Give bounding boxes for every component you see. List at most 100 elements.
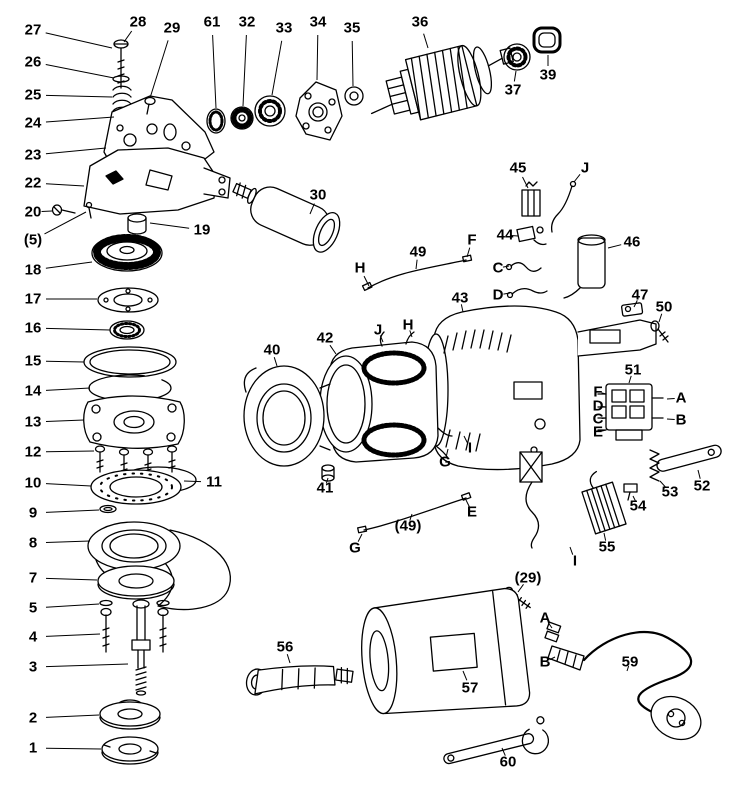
part-label-B: B: [675, 411, 687, 429]
part-label-9: 9: [28, 504, 38, 522]
washer-9-drawing: [99, 504, 117, 514]
bracket-47-drawing: [621, 302, 644, 317]
part-label-41: 41: [316, 479, 334, 497]
leader-line: [45, 360, 85, 363]
leader-line: [286, 654, 291, 664]
part-label-27: 27: [24, 21, 42, 39]
leader-line: [212, 34, 217, 109]
leader-line: [601, 392, 607, 395]
wire-49-upper-drawing: [361, 254, 473, 292]
part-label-53: 53: [661, 483, 679, 501]
part-label-54: 54: [629, 497, 647, 515]
leader-line: [666, 418, 675, 421]
leader-line: [271, 40, 283, 96]
part-label-34: 34: [309, 13, 327, 31]
part-label-3: 3: [28, 658, 38, 676]
part-label-B: B: [539, 653, 551, 671]
bearing-33-drawing: [254, 95, 286, 127]
part-label-H: H: [402, 316, 414, 334]
leader-line: [697, 469, 701, 479]
leader-line: [569, 546, 574, 555]
part-label-40: 40: [263, 341, 281, 359]
part-label-16: 16: [24, 319, 42, 337]
part-label-E: E: [466, 503, 478, 521]
leader-line: [316, 34, 319, 81]
part-label-19: 19: [193, 221, 211, 239]
part-label-47: 47: [631, 286, 649, 304]
pinion-32-drawing: [230, 106, 254, 130]
part-label-A: A: [675, 389, 687, 407]
leader-line: [45, 509, 100, 513]
part-label-2: 2: [28, 709, 38, 727]
spring-53-drawing: [649, 449, 660, 482]
leader-line: [357, 533, 363, 542]
leader-line: [45, 116, 115, 123]
leader-line: [607, 244, 622, 249]
leader-line: [45, 64, 115, 79]
part-label-61: 61: [203, 13, 221, 31]
part-label-59: 59: [621, 653, 639, 671]
part-label-20: 20: [24, 203, 42, 221]
leader-line: [45, 261, 93, 269]
leader-line: [329, 344, 337, 355]
brush-holder-i-drawing: [519, 446, 543, 549]
leader-line: [183, 480, 202, 483]
field-stator-drawing: [319, 331, 453, 463]
part-label-57: 57: [461, 679, 479, 697]
leader-line: [149, 40, 169, 99]
carbon-brush-drawing: [581, 470, 627, 535]
leader-line: [547, 622, 553, 629]
part-label-J: J: [373, 321, 383, 339]
part-label-H: H: [354, 259, 366, 277]
part-label-G: G: [349, 539, 361, 557]
leader-line: [658, 313, 663, 323]
bearing-61-drawing: [206, 108, 226, 134]
pin-41-drawing: [321, 464, 335, 482]
bearing-37-drawing: [503, 43, 531, 71]
part-label-22: 22: [24, 174, 42, 192]
leader-line: [626, 665, 630, 672]
leader-line: [502, 265, 510, 268]
wire-d-drawing: [506, 287, 548, 299]
leader-line: [463, 435, 468, 443]
part-label-12: 12: [24, 443, 42, 461]
leader-line: [409, 513, 413, 521]
part-label-25: 25: [24, 86, 42, 104]
leader-line: [351, 40, 354, 87]
leader-line: [445, 448, 449, 457]
leader-line: [628, 375, 632, 384]
part-label-39: 39: [539, 66, 557, 84]
part-label-52: 52: [693, 477, 711, 495]
clamp-nut-drawing: [101, 736, 159, 765]
leader-line: [45, 577, 98, 581]
part-label-4: 4: [28, 628, 38, 646]
armature-drawing: [370, 44, 514, 121]
part-label-43: 43: [451, 289, 469, 307]
leader-line: [632, 495, 637, 502]
part-label-18: 18: [24, 261, 42, 279]
power-cord-drawing: [582, 630, 702, 741]
leader-line: [601, 417, 607, 420]
part-label-26: 26: [24, 53, 42, 71]
pin-5-drawing: [85, 201, 93, 219]
part-label-D: D: [592, 397, 604, 415]
bearing-plate-34-drawing: [295, 81, 343, 141]
cord-sleeve-drawing: [547, 645, 585, 671]
part-label-23: 23: [24, 146, 42, 164]
leader-line: [45, 603, 100, 608]
connector-44-drawing: [516, 225, 547, 246]
leader-line: [45, 483, 92, 487]
part-label-J: J: [580, 159, 590, 177]
bearing-16-drawing: [109, 320, 145, 340]
leader-line: [309, 203, 315, 215]
part-label-24: 24: [24, 114, 42, 132]
leader-line: [573, 173, 581, 183]
part-label-14: 14: [24, 382, 42, 400]
wire-49-lower-drawing: [357, 492, 472, 534]
crown-gear-drawing: [91, 234, 163, 272]
leader-line: [45, 450, 95, 453]
part-label-I: I: [467, 439, 473, 457]
leader-line: [601, 405, 607, 408]
